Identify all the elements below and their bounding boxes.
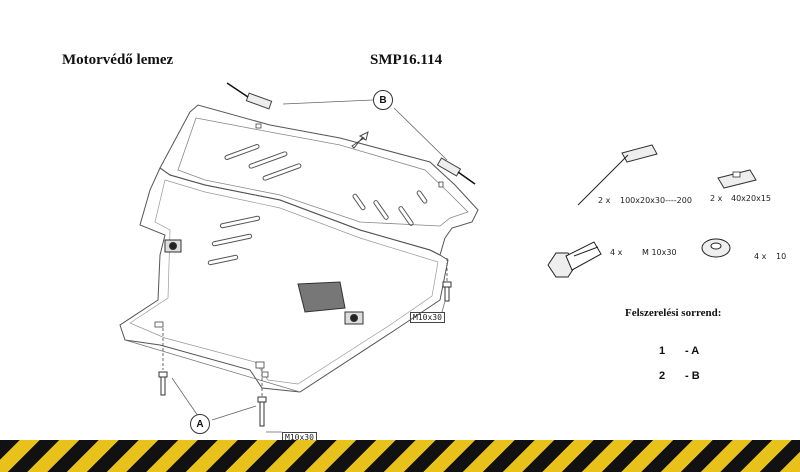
- part-2-spec: 40x20x15: [731, 194, 772, 203]
- mount-hole-left: [164, 239, 182, 253]
- assembly-heading: Felszerelési sorrend:: [625, 307, 722, 319]
- part-3-qty: 4 x: [610, 248, 623, 257]
- vent-slots-lower: [207, 215, 261, 266]
- callout-a: A: [190, 414, 210, 434]
- part-4-spec: 10: [776, 252, 787, 261]
- drain-square: [297, 281, 346, 313]
- bracket-left: [226, 82, 273, 110]
- bracket-right: [436, 157, 476, 185]
- part-1-spec: 100x20x30----200: [620, 196, 692, 205]
- step-1-num: 1: [659, 345, 666, 357]
- part-number: SMP16.114: [370, 52, 443, 68]
- bolt-m10-illustration: [547, 241, 602, 278]
- step-2-num: 2: [659, 370, 666, 382]
- plate-lower: [119, 167, 449, 393]
- product-name: Motorvédő lemez: [62, 52, 174, 68]
- plate-nut-illustration: [717, 169, 757, 189]
- direction-arrow: [351, 131, 369, 149]
- bolt-b: [441, 281, 452, 313]
- part-3-spec: M 10x30: [642, 248, 677, 257]
- step-1-code: - A: [685, 345, 700, 357]
- part-2-qty: 2 x: [710, 194, 723, 203]
- bolt-a2: [257, 396, 282, 433]
- washer-illustration: [701, 238, 731, 258]
- plate-upper-inner: [177, 117, 469, 227]
- bolt-a1: [158, 371, 168, 396]
- mount-hole-right: [344, 311, 364, 325]
- bolt-label-right: M10x30: [410, 312, 445, 323]
- strap-bracket-illustration: [577, 144, 658, 206]
- step-2-code: - B: [685, 370, 700, 382]
- part-4-qty: 4 x: [754, 252, 767, 261]
- hazard-stripe: [0, 440, 800, 472]
- plate-upper: [159, 104, 479, 256]
- callout-b: B: [373, 90, 393, 110]
- part-1-qty: 2 x: [598, 196, 611, 205]
- vent-slots-upper: [224, 144, 428, 226]
- plate-lower-inner: [129, 179, 439, 385]
